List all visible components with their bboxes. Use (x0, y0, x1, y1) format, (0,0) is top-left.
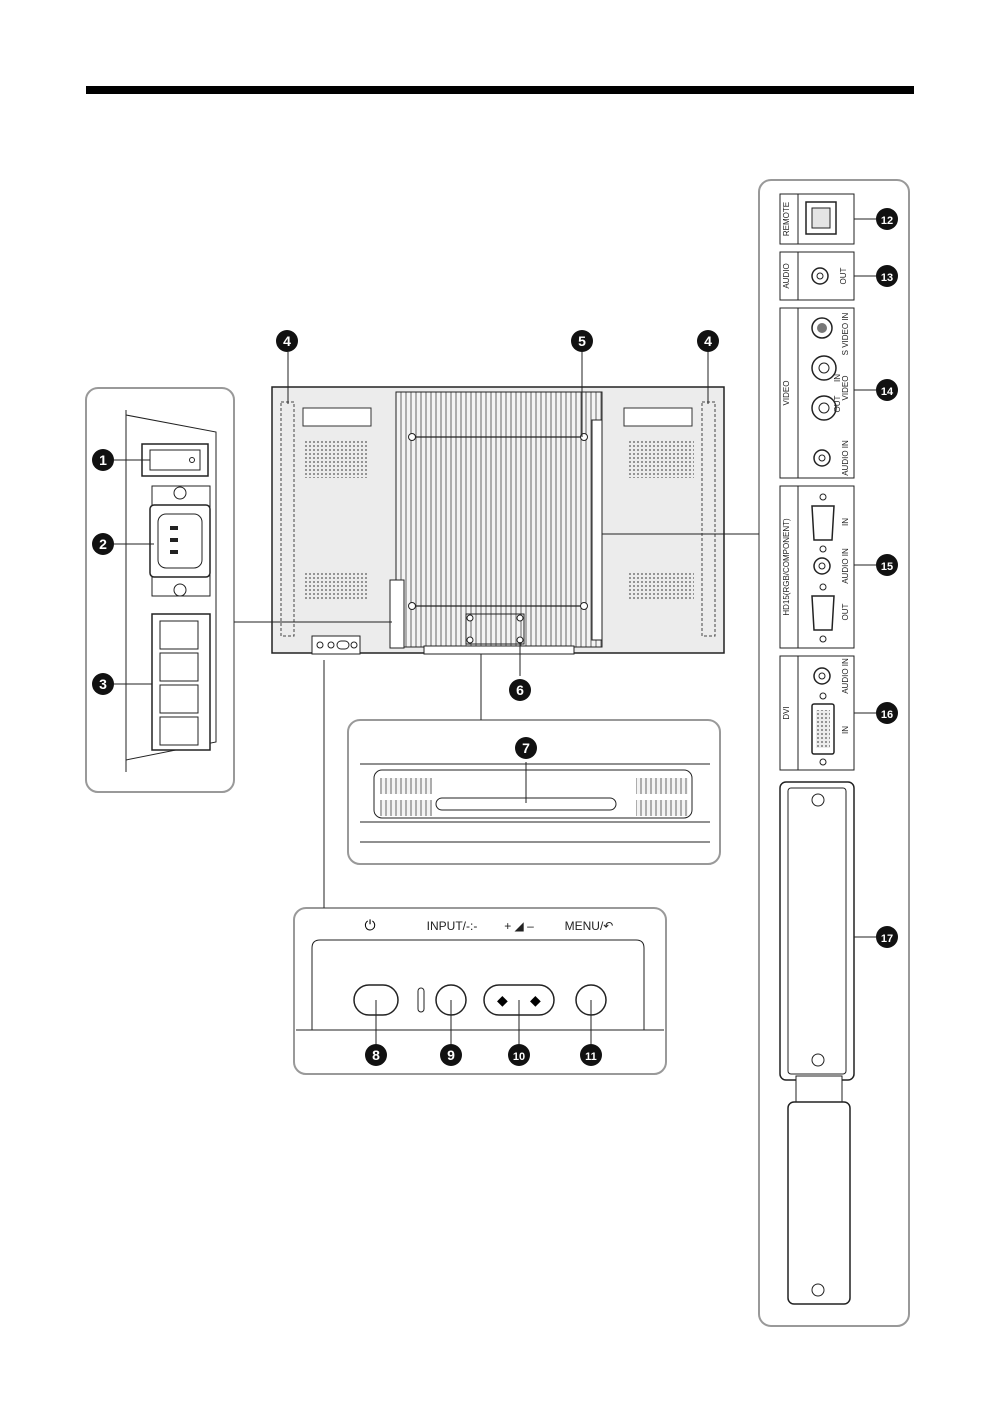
svg-text:3: 3 (99, 676, 107, 692)
callout-c17: 17 (876, 926, 898, 948)
remote-label: REMOTE (782, 202, 791, 236)
svg-text:12: 12 (881, 215, 893, 227)
svg-text:13: 13 (881, 272, 893, 284)
callout-c6: 6 (509, 679, 531, 701)
audio-out-label: OUT (839, 267, 848, 284)
svg-text:10: 10 (513, 1051, 525, 1063)
hd15-out-connector (812, 596, 834, 630)
callout-c9: 9 (440, 1044, 462, 1066)
callout-c8: 8 (365, 1044, 387, 1066)
callout-c5: 5 (571, 330, 593, 352)
input-label: INPUT/-:- (427, 919, 478, 933)
svg-text:9: 9 (447, 1047, 455, 1063)
hd15-label: HD15(RGB/COMPONENT) (782, 518, 791, 616)
callout-c16: 16 (876, 702, 898, 724)
video-sub-label: VIDEO (841, 376, 850, 401)
callout-c15: 15 (876, 554, 898, 576)
callout-c12: 12 (876, 208, 898, 230)
svg-text:5: 5 (578, 333, 586, 349)
hd15-in-label: IN (841, 518, 850, 526)
menu-label: MENU/↶ (565, 919, 614, 933)
dvi-in-label: IN (841, 726, 850, 734)
svg-text:14: 14 (881, 386, 894, 398)
callout-c3: 3 (92, 673, 114, 695)
option-slot-extension (788, 1102, 850, 1304)
svg-text:4: 4 (283, 333, 291, 349)
svg-text:8: 8 (372, 1047, 380, 1063)
header-rule (86, 86, 914, 94)
svg-text:17: 17 (881, 933, 893, 945)
dvi-label: DVI (782, 706, 791, 719)
video-audio-in-label: AUDIO IN (841, 440, 850, 476)
audio-label: AUDIO (782, 263, 791, 288)
video-label: VIDEO (782, 381, 791, 406)
hd15-audio-in-label: AUDIO IN (841, 548, 850, 584)
svg-text:4: 4 (704, 333, 712, 349)
monitor-rear-view (272, 387, 724, 654)
callout-c14: 14 (876, 379, 898, 401)
callout-c4a: 4 (276, 330, 298, 352)
svg-text:7: 7 (522, 740, 530, 756)
svg-text:1: 1 (99, 452, 107, 468)
callout-c2: 2 (92, 533, 114, 555)
heatsink (396, 392, 602, 647)
svg-text:15: 15 (881, 561, 893, 573)
svg-text:11: 11 (585, 1051, 597, 1063)
dvi-audio-in-label: AUDIO IN (841, 658, 850, 694)
callout-c4b: 4 (697, 330, 719, 352)
callout-c11: 11 (580, 1044, 602, 1066)
video-out-label: OUT (833, 395, 842, 412)
power-symbol-label: ⏻ (364, 917, 375, 933)
s-video-in-label: S VIDEO IN (841, 312, 850, 355)
svg-text:2: 2 (99, 536, 107, 552)
callout-c1: 1 (92, 449, 114, 471)
svg-text:16: 16 (881, 709, 893, 721)
bottom-vent-detail (348, 654, 720, 864)
callout-c13: 13 (876, 265, 898, 287)
callout-c7: 7 (515, 737, 537, 759)
hd15-out-label: OUT (841, 603, 850, 620)
svg-text:◆: ◆ (497, 992, 508, 1008)
svg-text:6: 6 (516, 682, 524, 698)
svg-text:◆: ◆ (530, 992, 541, 1008)
control-strip (312, 636, 360, 654)
hd15-in-connector (812, 506, 834, 540)
callout-c10: 10 (508, 1044, 530, 1066)
volume-label: + ◢ – (504, 919, 534, 933)
